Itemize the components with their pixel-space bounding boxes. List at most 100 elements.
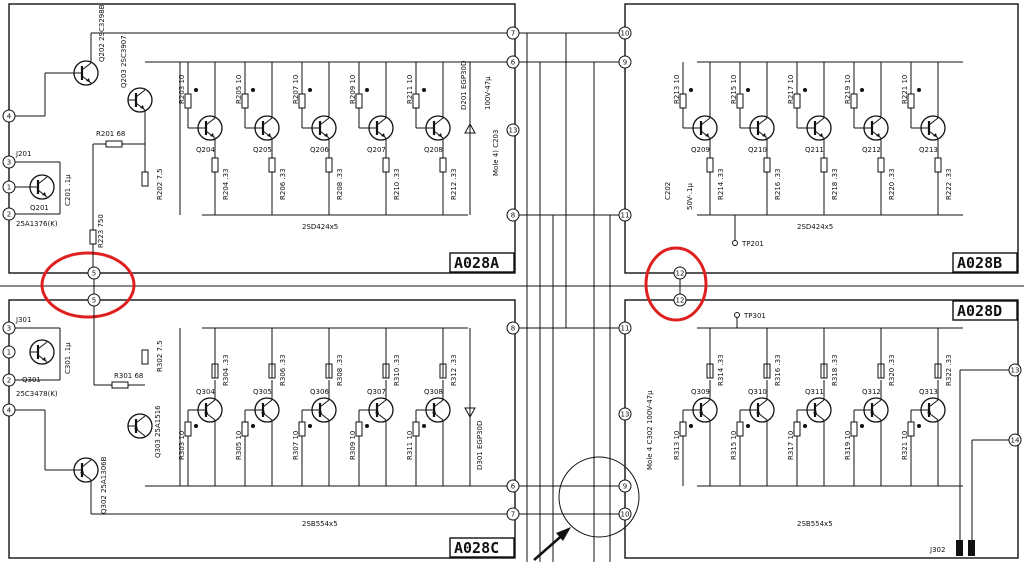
board-1-transistor-1-arrow	[762, 133, 766, 137]
board-2-base-resistor-3	[355, 421, 363, 437]
board-3-transistor-4-collector	[928, 399, 939, 408]
transistor-q303-emitter	[135, 428, 146, 437]
board-2-transistor-4-emitter	[433, 412, 444, 421]
board-0-emitter-resistor-label-3: R210 .33	[393, 168, 401, 200]
pin-d-9: 9	[618, 479, 632, 493]
board-2-base-resistor-label-3: R309 10	[349, 431, 357, 460]
transistor-q203-arrow	[140, 105, 144, 109]
pin-d-12: 12	[673, 293, 687, 307]
board-0-transistor-4-collector	[433, 117, 444, 126]
connector-j201-label: J201	[15, 150, 31, 158]
capacitor-c301-label: C301 .1µ	[64, 342, 72, 374]
board-1-transistor-0	[692, 115, 718, 141]
pin-a-1: 1	[2, 180, 16, 194]
board-0-base-resistor-label-2: R207 10	[292, 75, 300, 104]
board-0-base-resistor-label-3: R209 10	[349, 75, 357, 104]
pin-c-7: 7	[506, 507, 520, 521]
pin-d-13r-label: 13	[1011, 367, 1020, 375]
pin-d-11-label: 11	[621, 325, 630, 333]
board-1-emitter-resistor-3	[877, 157, 885, 173]
diode-d201-label: D201 EGP30D	[460, 61, 468, 110]
pin-b-9: 9	[618, 55, 632, 69]
board-2-transistor-4-collector	[433, 399, 444, 408]
board-1-transistor-3-collector	[871, 117, 882, 126]
pin-d-10-ring	[618, 507, 632, 521]
pin-b-12: 12	[673, 266, 687, 280]
pin-a-7-label: 7	[511, 30, 515, 38]
board-3-transistor-3-emitter	[871, 412, 882, 421]
pin-b-12-label: 12	[676, 270, 685, 278]
board-a028b-frame	[624, 3, 1019, 274]
pin-a-4: 4	[2, 109, 16, 123]
board-2-polarity-dot-2	[308, 424, 312, 428]
pin-c-5-label: 5	[92, 297, 96, 305]
testpoint-tp201	[732, 240, 738, 246]
pin-d-14r: 14	[1008, 433, 1022, 447]
board-3-transistor-2-arrow	[813, 410, 817, 414]
board-2-transistor-0	[197, 397, 223, 423]
board-3-polarity-dot-3	[860, 424, 864, 428]
transistor-q301	[29, 339, 55, 365]
board-2-transistor-1-arrow	[261, 410, 265, 414]
board-3-transistor-0	[692, 397, 718, 423]
board-0-base-resistor-3	[355, 93, 363, 109]
transistor-q303-collector	[135, 415, 146, 424]
board-1-emitter-resistor-4	[934, 157, 942, 173]
pin-c-3: 3	[2, 321, 16, 335]
board-2-transistor-0-arrow	[204, 410, 208, 414]
board-3-transistor-4-emitter	[928, 412, 939, 421]
capacitor-c203-label: 100V-47µ	[484, 76, 492, 110]
board-3-base-resistor-0	[679, 421, 687, 437]
resistor-r201-label: R201 68	[96, 130, 125, 138]
board-0-transistor-3-collector	[376, 117, 387, 126]
board-1-transistor-2	[806, 115, 832, 141]
board-2-emitter-resistor-label-3: R310 .33	[393, 354, 401, 386]
board-a028d-frame	[624, 299, 1019, 559]
pin-b-9-label: 9	[623, 59, 627, 67]
pin-a-8-label: 8	[511, 212, 515, 220]
board-1-base-resistor-1	[736, 93, 744, 109]
board-3-polarity-dot-1	[746, 424, 750, 428]
board-3-emitter-resistor-label-3: R320 .33	[888, 354, 896, 386]
capacitor-c202-label: C202	[664, 182, 672, 200]
highlight-circle-left	[40, 251, 136, 319]
transistor-q203-label: Q203 2SC3907	[120, 35, 128, 88]
board-2-polarity-dot-1	[251, 424, 255, 428]
pin-d-13: 13	[618, 407, 632, 421]
board-0-base-resistor-2	[298, 93, 306, 109]
board-0-transistor-1	[254, 115, 280, 141]
board-1-transistor-4-arrow	[933, 133, 937, 137]
board-3-polarity-dot-4	[917, 424, 921, 428]
diode-d301-label: D301 EGP30D	[476, 421, 484, 470]
board-2-base-resistor-0	[184, 421, 192, 437]
board-1-transistor-2-arrow	[819, 133, 823, 137]
pin-c-8: 8	[506, 321, 520, 335]
pin-a-6-label: 6	[511, 59, 516, 67]
board-3-base-resistor-3	[850, 421, 858, 437]
board-0-transistor-3	[368, 115, 394, 141]
board-1-emitter-resistor-label-2: R218 .33	[831, 168, 839, 200]
board-a028b-title-box: A028B	[952, 252, 1018, 273]
board-1-transistor-3	[863, 115, 889, 141]
pin-d-10: 10	[618, 507, 632, 521]
capacitor-c302-label: Mole 4 C302 100V-47µ	[646, 390, 654, 470]
board-1-emitter-resistor-0	[706, 157, 714, 173]
board-1-transistor-0-collector	[700, 117, 711, 126]
transistor-q203	[127, 87, 153, 113]
board-2-emitter-resistor-label-1: R306 .33	[279, 354, 287, 386]
board-0-base-resistor-label-4: R211 10	[406, 75, 414, 104]
board-1-transistor-label-4: Q213	[919, 146, 938, 154]
board-3-transistor-0-emitter	[700, 412, 711, 421]
board-3-transistor-4	[920, 397, 946, 423]
board-3-base-resistor-label-3: R319 10	[844, 431, 852, 460]
testpoint-tp301	[734, 312, 740, 318]
board-3-emitter-resistor-label-1: R316 .33	[774, 354, 782, 386]
board-3-transistor-1-emitter	[757, 412, 768, 421]
board-2-transistor-2-arrow	[318, 410, 322, 414]
board-2-base-resistor-label-2: R307 10	[292, 431, 300, 460]
pin-c-1-label: 1	[7, 349, 11, 357]
pin-c-4-label: 4	[7, 407, 12, 415]
board-3-transistor-label-1: Q310	[748, 388, 767, 396]
pin-c-4: 4	[2, 403, 16, 417]
board-0-emitter-resistor-1	[268, 157, 276, 173]
